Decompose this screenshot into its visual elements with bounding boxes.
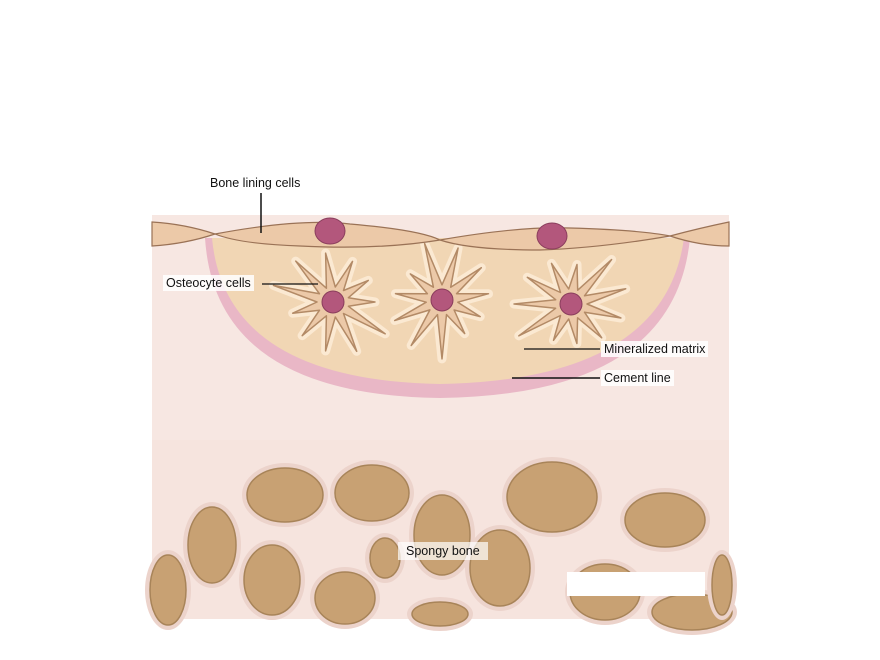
osteocyte-nucleus [430,288,454,312]
pore [149,554,187,626]
pore [187,506,237,584]
pore [334,464,410,522]
pore [369,537,401,579]
label-cement-line: Cement line [601,370,674,386]
spongy-bone-pores [145,457,737,635]
pore [411,601,469,627]
pore [314,571,376,625]
white-box [567,572,705,596]
label-spongy-bone: Spongy bone [398,542,488,560]
lining-cell [667,221,730,247]
pore [624,492,706,548]
label-bone-lining-cells: Bone lining cells [207,175,304,191]
lining-cell-nucleus [536,222,568,250]
osteocytes [269,239,631,364]
pore [711,554,733,616]
pore [413,494,471,576]
label-mineralized-matrix: Mineralized matrix [601,341,709,357]
osteocyte-nucleus [559,292,583,316]
pore [246,467,324,523]
osteocyte-nucleus [321,290,345,314]
pore [506,461,598,533]
lining-cell-nucleus [314,217,346,245]
pore [243,544,301,616]
label-osteocyte-cells: Osteocyte cells [163,275,254,291]
